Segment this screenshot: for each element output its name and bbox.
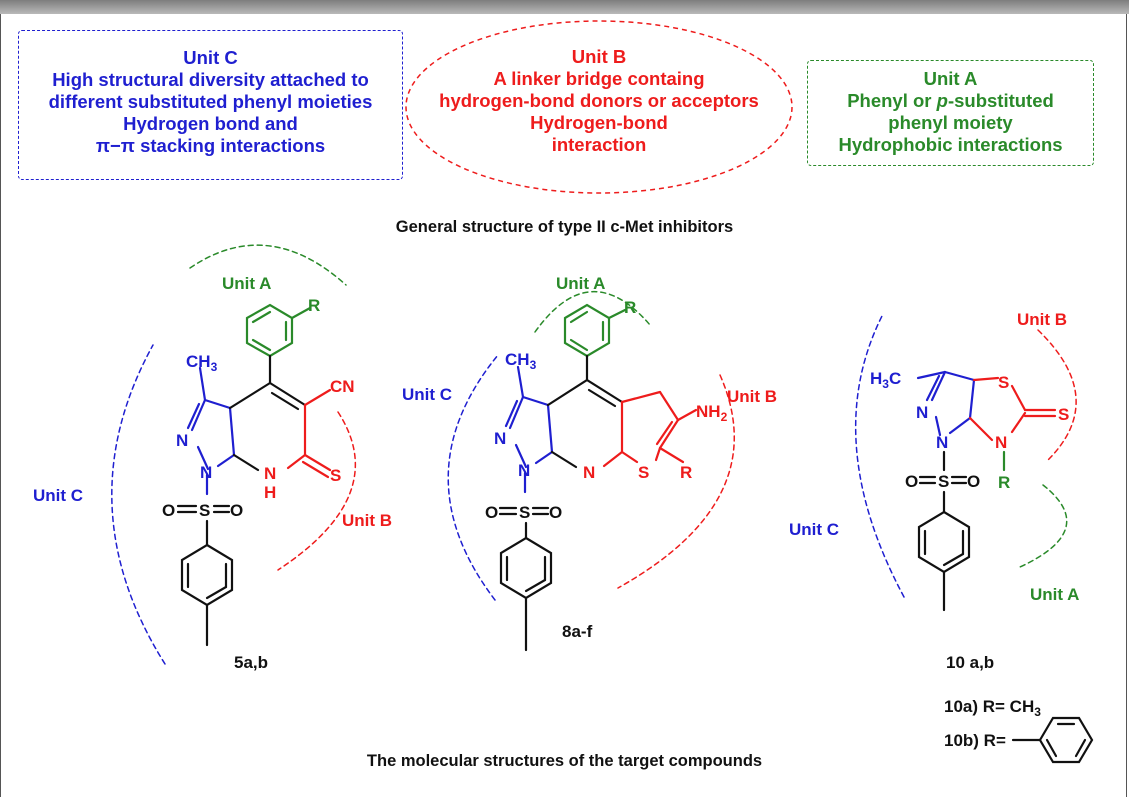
unit-b-line-4: interaction — [551, 134, 647, 155]
phenyl-substituent-icon — [1011, 716, 1094, 764]
compound-10b-r-definition: 10b) R= — [944, 731, 1006, 750]
compound-5-n2-label: N — [176, 431, 188, 450]
compound-8-n-ring-label: N — [583, 463, 595, 482]
compound-5-unit-b-arc — [277, 411, 357, 571]
compound-8-s-ring-label: S — [638, 463, 649, 482]
compound-5-s-sulfonyl-label: S — [199, 501, 210, 520]
compound-5-s-label: S — [330, 466, 341, 485]
unit-c-line-3: Hydrogen bond and — [123, 113, 298, 134]
unit-b-line-1: A linker bridge containg — [493, 68, 705, 89]
unit-a-line-3: Hydrophobic interactions — [838, 134, 1063, 155]
compound-5-unit-c-label: Unit C — [33, 486, 83, 505]
compound-5-name: 5a,b — [234, 653, 268, 672]
unit-b-description-ellipse: Unit B A linker bridge containg hydrogen… — [403, 18, 795, 196]
compound-5-structure: Unit A Unit C Unit B R CH3 — [33, 244, 392, 672]
compound-10-h3c-label: H3C — [870, 369, 901, 391]
compound-8-nh2-label: NH2 — [696, 402, 728, 424]
compound-5-ch3-label: CH3 — [186, 352, 218, 374]
compound-10-name: 10 a,b — [946, 653, 994, 672]
unit-c-line-4: π−π stacking interactions — [95, 135, 326, 156]
compound-10-unit-b-arc — [1037, 329, 1077, 463]
compound-5-unit-a-label: Unit A — [222, 274, 271, 293]
compound-5-o-right-label: O — [230, 501, 243, 520]
compound-8-unit-a-arc — [534, 290, 651, 333]
compound-5-unit-a-arc — [189, 244, 347, 286]
compound-5-o-left-label: O — [162, 501, 175, 520]
compound-8-unit-a-label: Unit A — [556, 274, 605, 293]
compound-10-unit-a-label: Unit A — [1030, 585, 1079, 604]
compound-8-structure: Unit A Unit C Unit B R CH3 N N — [402, 274, 777, 652]
compound-5-n1-label: N — [200, 463, 212, 482]
unit-b-line-3: Hydrogen-bond — [530, 112, 668, 133]
compound-5-cn-label: CN — [330, 377, 355, 396]
unit-a-line-2: phenyl moiety — [888, 112, 1013, 133]
compound-8-s-sulfonyl-label: S — [519, 503, 530, 522]
compound-8-unit-b-label: Unit B — [727, 387, 777, 406]
compound-10-unit-c-label: Unit C — [789, 520, 839, 539]
unit-c-line-2: different substituted phenyl moieties — [48, 91, 373, 112]
figure-frame — [0, 14, 1127, 797]
compound-10-unit-a-arc — [1019, 484, 1068, 568]
unit-a-description-box: Unit A Phenyl or p-substituted phenyl mo… — [807, 60, 1094, 166]
compound-8-r-top-label: R — [624, 298, 636, 317]
compound-10-s-ring-label: S — [998, 373, 1009, 392]
compound-5-nh-n-label: N — [264, 464, 276, 483]
unit-b-line-2: hydrogen-bond donors or acceptors — [439, 90, 759, 111]
compound-10-o-left-label: O — [905, 472, 918, 491]
compound-8-n2-label: N — [494, 429, 506, 448]
compound-10-n-ring-label: N — [995, 433, 1007, 452]
compound-10-n2-label: N — [916, 403, 928, 422]
compound-10-s-sulfonyl-label: S — [938, 472, 949, 491]
compound-10-s-thione-label: S — [1058, 405, 1069, 424]
compound-10-structure: Unit B Unit C Unit A H3C N N S S N R — [789, 310, 1094, 764]
compound-8-r-bottom-label: R — [680, 463, 692, 482]
compound-8-n1-label: N — [518, 461, 530, 480]
compound-5-nh-h-label: H — [264, 483, 276, 502]
compound-8-unit-c-label: Unit C — [402, 385, 452, 404]
compound-10a-r-definition: 10a) R= CH3 — [944, 697, 1041, 719]
compound-8-unit-c-arc — [447, 354, 499, 601]
window-top-bar — [0, 0, 1129, 14]
compound-8-unit-b-arc — [617, 374, 735, 589]
target-compounds-caption: The molecular structures of the target c… — [366, 752, 763, 770]
unit-c-title: Unit C — [183, 47, 238, 68]
compound-10-o-right-label: O — [967, 472, 980, 491]
compound-10-n1-label: N — [936, 433, 948, 452]
compound-10-unit-c-arc — [854, 315, 905, 598]
unit-c-description-box: Unit C High structural diversity attache… — [18, 30, 403, 180]
compound-8-ch3-label: CH3 — [505, 350, 537, 372]
compound-5-unit-b-label: Unit B — [342, 511, 392, 530]
unit-a-title: Unit A — [923, 68, 978, 89]
unit-c-line-1: High structural diversity attached to — [52, 69, 369, 90]
compound-8-o-left-label: O — [485, 503, 498, 522]
compound-5-unit-c-arc — [111, 344, 166, 665]
compound-10-unit-b-label: Unit B — [1017, 310, 1067, 329]
compound-8-name: 8a-f — [562, 622, 593, 641]
compound-8-o-right-label: O — [549, 503, 562, 522]
unit-b-title: Unit B — [571, 46, 627, 67]
compound-5-r-label: R — [308, 296, 320, 315]
unit-b-ellipse-outline — [405, 20, 793, 194]
general-structure-caption: General structure of type II c-Met inhib… — [395, 218, 734, 236]
unit-a-line-1: Phenyl or p-substituted — [847, 90, 1054, 111]
compound-10-r-label: R — [998, 473, 1010, 492]
